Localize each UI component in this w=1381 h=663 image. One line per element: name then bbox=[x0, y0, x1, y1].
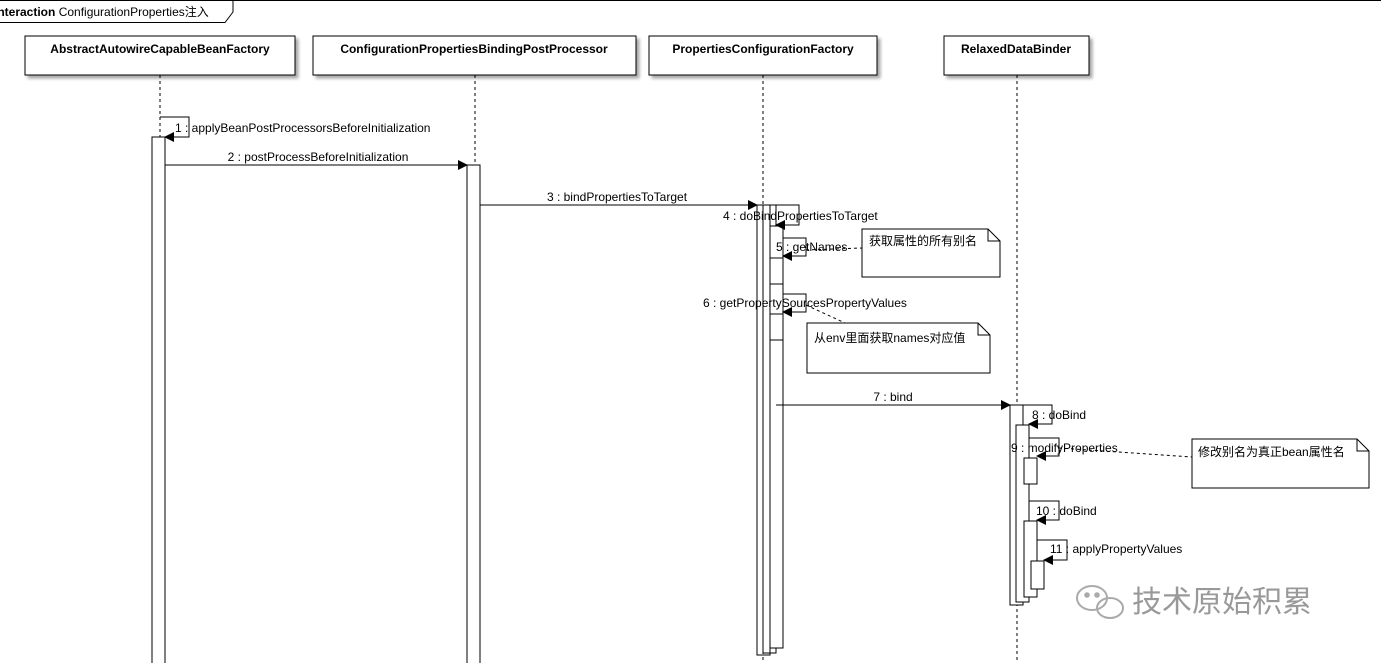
message-label: 1 : applyBeanPostProcessorsBeforeInitial… bbox=[175, 121, 430, 135]
message-label: 4 : doBindPropertiesToTarget bbox=[723, 209, 878, 223]
message-4[interactable]: 4 : doBindPropertiesToTarget bbox=[723, 204, 878, 230]
message-7[interactable]: 7 : bind bbox=[776, 390, 1011, 410]
note-text: 获取属性的所有别名 bbox=[869, 233, 977, 248]
message-label: 7 : bind bbox=[873, 390, 912, 404]
activation-bar bbox=[1023, 457, 1038, 485]
activation-bars bbox=[151, 136, 1045, 663]
lifeline-label: ConfigurationPropertiesBindingPostProces… bbox=[340, 42, 608, 56]
message-label: 2 : postProcessBeforeInitialization bbox=[228, 150, 409, 164]
activation-bar bbox=[769, 225, 784, 649]
lifeline-relaxed-data-binder[interactable]: RelaxedDataBinder bbox=[943, 35, 1090, 663]
message-11[interactable]: 11 : applyPropertyValues bbox=[1037, 539, 1182, 565]
activation-bar bbox=[1030, 560, 1045, 590]
message-label: 10 : doBind bbox=[1036, 504, 1097, 518]
message-10[interactable]: 10 : doBind bbox=[1029, 500, 1097, 525]
activation-bar bbox=[151, 136, 166, 663]
note-text: 修改别名为真正bean属性名 bbox=[1198, 444, 1345, 459]
message-label: 6 : getPropertySourcesPropertyValues bbox=[703, 296, 907, 310]
lifeline-label: AbstractAutowireCapableBeanFactory bbox=[50, 42, 270, 56]
wechat-icon bbox=[1076, 585, 1124, 619]
activation-bar bbox=[769, 257, 784, 285]
watermark-text: 技术原始积累 bbox=[1132, 585, 1312, 620]
note-env-values[interactable]: 从env里面获取names对应值 bbox=[805, 304, 991, 374]
lifeline-abstract-autowire[interactable]: AbstractAutowireCapableBeanFactory bbox=[24, 35, 296, 663]
message-label: 3 : bindPropertiesToTarget bbox=[547, 190, 688, 204]
message-2[interactable]: 2 : postProcessBeforeInitialization bbox=[165, 150, 468, 170]
frame-title: Interaction ConfigurationProperties注入 bbox=[0, 4, 209, 19]
message-9[interactable]: 9 : modifyProperties bbox=[1011, 437, 1118, 461]
lifeline-label: PropertiesConfigurationFactory bbox=[672, 42, 854, 56]
interaction-frame: Interaction ConfigurationProperties注入 bbox=[0, 0, 1381, 23]
lifeline-label: RelaxedDataBinder bbox=[961, 42, 1071, 56]
message-label: 11 : applyPropertyValues bbox=[1050, 542, 1182, 556]
message-8[interactable]: 8 : doBind bbox=[1023, 404, 1086, 429]
activation-bar bbox=[466, 164, 481, 663]
message-5[interactable]: 5 : getNames bbox=[776, 237, 847, 261]
note-modify-properties[interactable]: 修改别名为真正bean属性名 bbox=[1058, 438, 1370, 489]
message-6[interactable]: 6 : getPropertySourcesPropertyValues bbox=[703, 293, 907, 317]
note-get-names[interactable]: 获取属性的所有别名 bbox=[805, 228, 1001, 278]
lifeline-properties-configuration-factory[interactable]: PropertiesConfigurationFactory bbox=[648, 35, 878, 663]
activation-bar bbox=[769, 313, 784, 341]
message-1[interactable]: 1 : applyBeanPostProcessorsBeforeInitial… bbox=[160, 116, 430, 142]
message-label: 5 : getNames bbox=[776, 240, 847, 254]
message-label: 9 : modifyProperties bbox=[1011, 441, 1118, 455]
message-label: 8 : doBind bbox=[1032, 408, 1086, 422]
note-text: 从env里面获取names对应值 bbox=[814, 330, 965, 345]
watermark: 技术原始积累 bbox=[1076, 585, 1312, 620]
message-3[interactable]: 3 : bindPropertiesToTarget bbox=[480, 190, 758, 210]
